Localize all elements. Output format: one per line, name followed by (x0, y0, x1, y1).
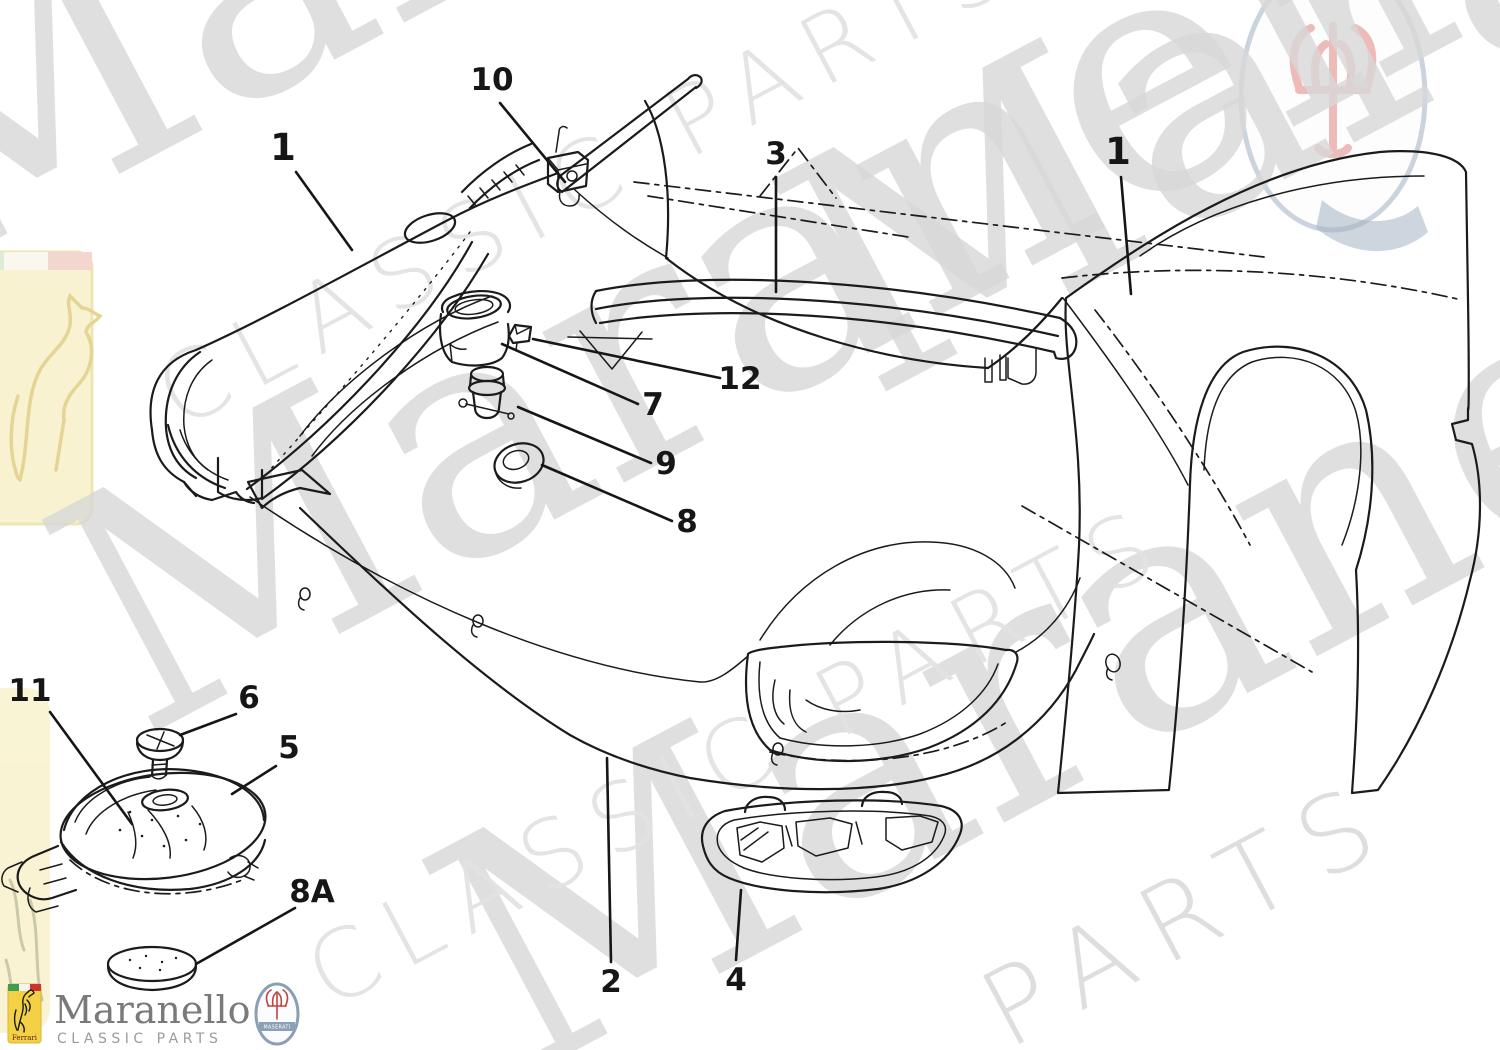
part-label-12: 12 (718, 361, 761, 397)
grille-vent-part4 (700, 790, 963, 894)
leader-line-1-left (294, 170, 354, 252)
cross-panel-part3 (590, 278, 1078, 385)
plug-part9 (458, 365, 515, 420)
ferrari-shield-watermark (0, 250, 103, 526)
ferrari-badge-label: Ferrari (12, 1034, 38, 1042)
part-label-1-left: 1 (270, 126, 296, 169)
part-label-8: 8 (676, 504, 698, 540)
part-label-1-right: 1 (1105, 130, 1131, 173)
part-label-8A: 8A (289, 874, 335, 910)
leader-line-7 (500, 342, 640, 406)
front-panel-part2 (249, 496, 1096, 791)
maserati-badge-icon: MASERATI (254, 982, 300, 1046)
front-fender-part1 (1056, 150, 1482, 795)
front-body-line-art (1, 74, 1482, 992)
footer-logo[interactable]: Ferrari Maranello CLASSIC PARTS MASERATI (7, 982, 300, 1047)
grommet-part8 (493, 442, 545, 489)
part-label-2: 2 (600, 964, 622, 1000)
part-label-9: 9 (655, 446, 677, 482)
horn-part5 (1, 768, 267, 913)
cowl-and-a-pillar (403, 74, 703, 260)
leader-line-6 (178, 712, 238, 737)
part-label-7: 7 (642, 387, 664, 423)
dash-dot-lines (633, 147, 1463, 673)
footer-tagline-text: CLASSIC PARTS (57, 1031, 222, 1047)
leader-line-2 (605, 756, 613, 964)
part-labels-layer: 1 10 3 1 12 7 9 8 11 65 8A 2 4 (8, 62, 1133, 1000)
bonnet-opening-and-bay (245, 231, 1189, 646)
nose-left-section (149, 171, 560, 510)
maserati-badge-label: MASERATI (263, 1025, 290, 1031)
part-label-11: 11 (8, 673, 51, 709)
small-fittings (438, 125, 590, 489)
leader-line-1-right (1119, 175, 1133, 296)
part-label-10: 10 (470, 62, 513, 98)
part-label-5: 5 (278, 730, 300, 766)
leader-line-12 (531, 337, 722, 380)
part-label-3: 3 (765, 136, 787, 172)
ferrari-badge-icon: Ferrari (7, 983, 42, 1044)
part-label-4: 4 (725, 962, 747, 998)
leader-line-8 (540, 463, 674, 523)
maserati-watermark (1238, 0, 1428, 252)
hinge-bracket-part10 (546, 125, 590, 207)
leader-line-8A (194, 906, 297, 966)
cup-part7 (438, 290, 512, 367)
footer-brand-text: Maranello (54, 988, 251, 1032)
leader-line-11 (48, 710, 134, 826)
leader-line-5 (230, 764, 278, 796)
gasket-part8a (106, 945, 198, 992)
leader-line-9 (516, 405, 653, 465)
part-label-6: 6 (238, 680, 260, 716)
leader-line-4 (734, 888, 743, 962)
leader-line-10 (498, 101, 567, 184)
